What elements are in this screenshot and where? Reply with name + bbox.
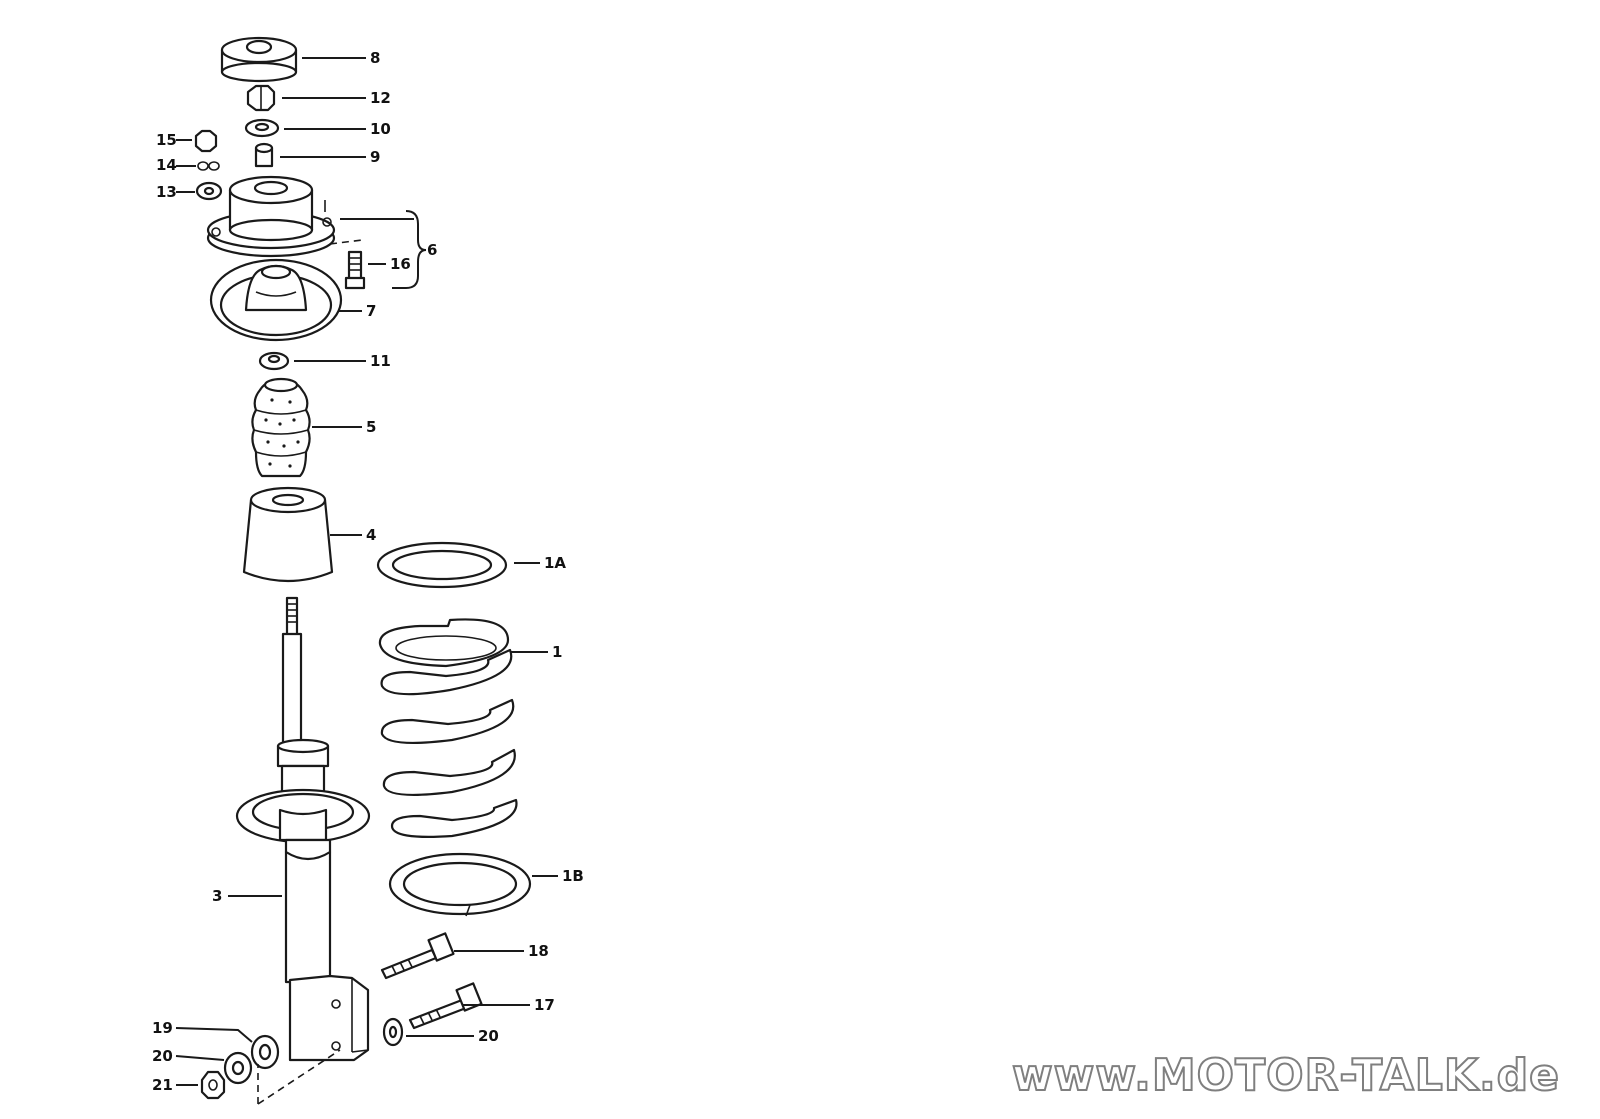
part-13-washer (195, 181, 223, 201)
callout-11: 11 (370, 352, 391, 370)
watermark: www.MOTOR-TALK.de (1011, 1049, 1560, 1102)
leader-19 (175, 1027, 253, 1043)
assembly-line-bolt (257, 1049, 341, 1105)
callout-6: 6 (427, 241, 437, 259)
part-14-lock-washer (197, 161, 220, 171)
callout-21: 21 (152, 1076, 173, 1094)
callout-12: 12 (370, 89, 391, 107)
callout-18: 18 (528, 942, 549, 960)
part-1B-lower-spring-seat (388, 852, 532, 917)
callout-16: 16 (390, 255, 411, 273)
part-19-eccentric-washer (250, 1034, 280, 1070)
callout-5: 5 (366, 418, 376, 436)
part-17-bolt (408, 982, 483, 1030)
callout-19: 19 (152, 1019, 173, 1037)
part-3-strut (235, 596, 371, 1062)
bracket-6 (392, 210, 427, 289)
callout-13: 13 (156, 183, 177, 201)
part-12-nut (246, 84, 276, 112)
callout-9: 9 (370, 148, 380, 166)
part-6-strut-mount (206, 175, 336, 258)
part-5-bump-stop (251, 377, 311, 478)
callout-7: 7 (366, 302, 376, 320)
part-9-sleeve (254, 142, 274, 168)
leader-20-left (175, 1055, 225, 1061)
part-18-bolt (380, 932, 455, 980)
part-4-boot (242, 486, 334, 583)
callout-17: 17 (534, 996, 555, 1014)
callout-20-right: 20 (478, 1027, 499, 1045)
part-1-coil-spring (378, 618, 518, 838)
callout-1: 1 (552, 643, 562, 661)
callout-14: 14 (156, 156, 177, 174)
callout-10: 10 (370, 120, 391, 138)
callout-1B: 1B (562, 867, 584, 885)
callout-3: 3 (212, 887, 222, 905)
part-11-washer (258, 351, 290, 371)
part-20-washer-right (382, 1017, 404, 1047)
callout-20-left: 20 (152, 1047, 173, 1065)
callout-1A: 1A (544, 554, 566, 572)
part-1A-upper-spring-seat (376, 541, 508, 589)
callout-4: 4 (366, 526, 376, 544)
part-8-mount-cap (220, 36, 298, 83)
part-20-washer-left (223, 1051, 253, 1085)
part-7-bearing (209, 258, 343, 342)
part-21-nut (200, 1070, 226, 1100)
part-10-washer (244, 118, 280, 138)
part-16-bolt (344, 250, 366, 290)
part-15-nut (194, 129, 218, 153)
callout-15: 15 (156, 131, 177, 149)
dashed-6 (329, 239, 363, 245)
callout-8: 8 (370, 49, 380, 67)
